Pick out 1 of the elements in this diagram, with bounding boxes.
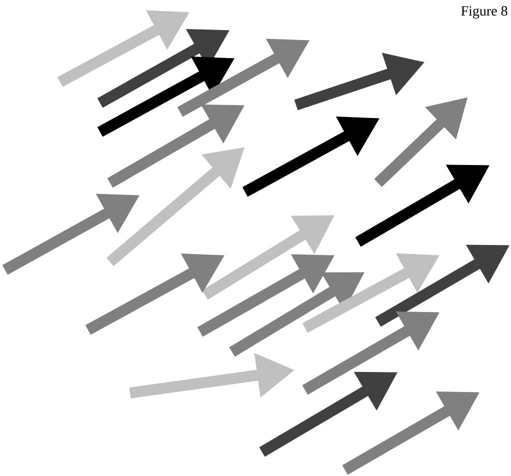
figure-caption: Figure 8	[461, 6, 508, 19]
